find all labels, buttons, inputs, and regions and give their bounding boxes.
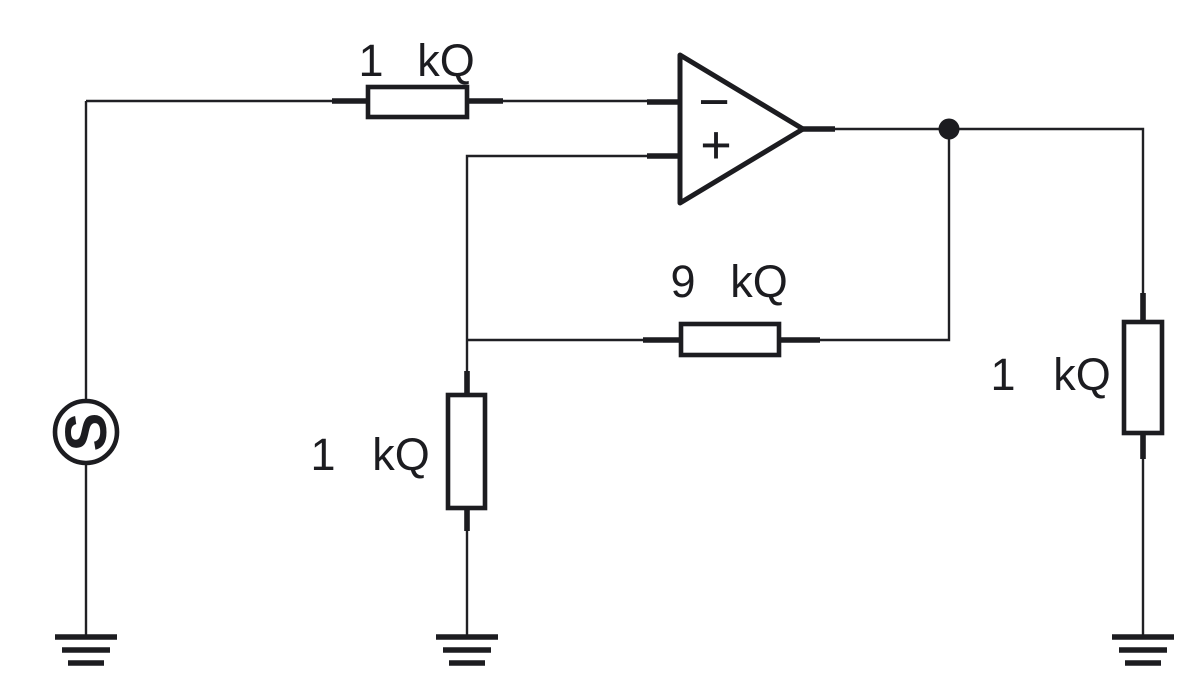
resistor-labels: 1 kQ 9 kQ 1 kQ 1 kQ	[310, 35, 1110, 480]
ground-right	[1112, 634, 1174, 666]
junction-dot	[938, 118, 960, 140]
component-leads	[332, 98, 1146, 531]
opamp-triangle	[677, 52, 806, 206]
ac-source-circle	[52, 398, 120, 466]
resistor-middle	[445, 392, 488, 511]
wire-noninverting-branch	[465, 154, 680, 340]
opamp-noninverting-label: +	[700, 115, 732, 175]
wires	[84, 99, 1145, 637]
resistor-right-value: 1	[990, 349, 1015, 400]
opamp: − +	[677, 52, 806, 206]
resistor-right	[1121, 319, 1165, 436]
wire-feedback	[467, 131, 951, 342]
ac-source: S	[52, 398, 120, 466]
opamp-inverting-label: −	[698, 72, 730, 132]
resistor-top-unit: kQ	[417, 35, 475, 86]
resistor-feedback	[678, 321, 782, 358]
resistor-feedback-unit: kQ	[730, 256, 788, 307]
wire-output	[802, 127, 1145, 637]
ac-source-sine-icon: S	[54, 413, 119, 452]
ground-left	[55, 634, 117, 666]
resistor-right-unit: kQ	[1053, 349, 1111, 400]
ground-middle	[436, 634, 498, 666]
resistor-middle-unit: kQ	[372, 429, 430, 480]
resistor-middle-value: 1	[310, 429, 335, 480]
resistor-top-value: 1	[358, 35, 383, 86]
resistor-top	[365, 84, 470, 120]
resistor-feedback-value: 9	[670, 256, 695, 307]
